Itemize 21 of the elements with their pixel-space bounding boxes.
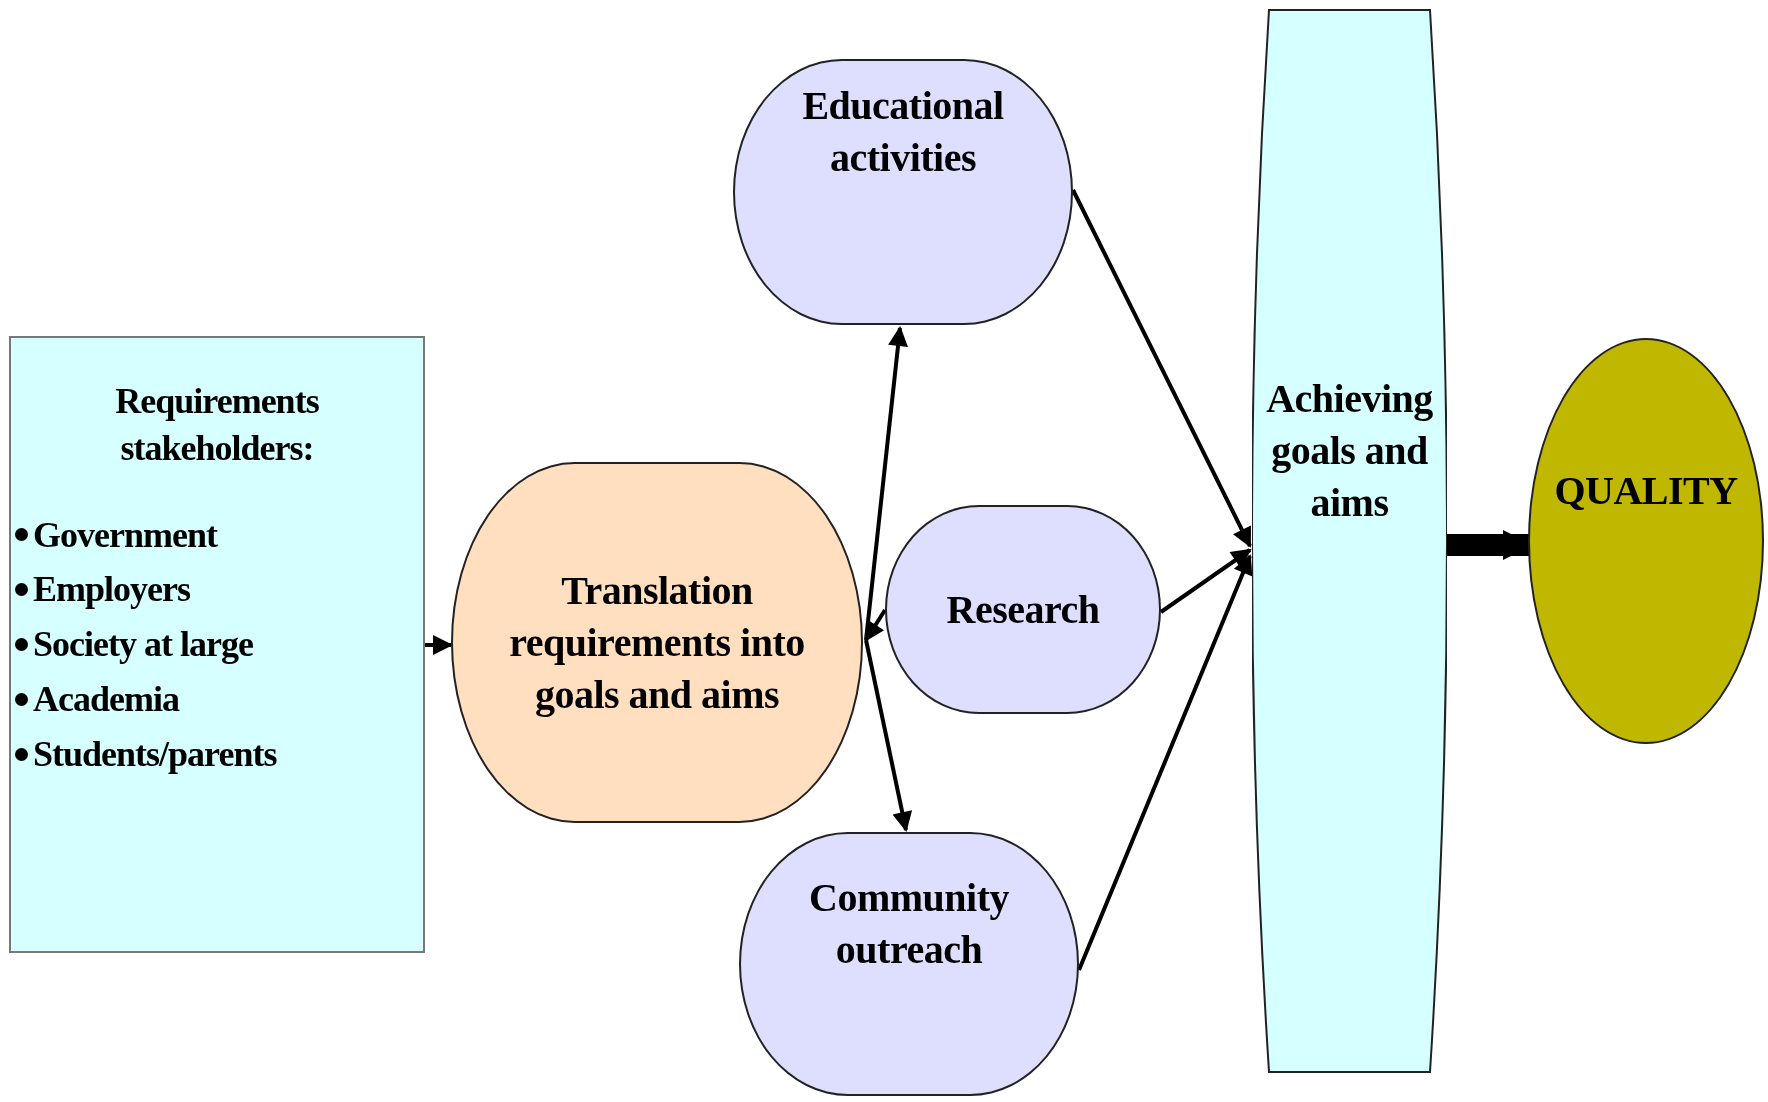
arrow [1077,554,1253,971]
arrow [424,635,453,655]
arrow [1159,548,1252,614]
node-label: Educational activities [801,82,1005,182]
node-label: Achieving goals and aims [1265,375,1434,527]
arrow [864,639,913,832]
stakeholders-box [9,336,425,953]
outcome-shape [1252,9,1447,1073]
list-item: Students/parents [33,732,277,776]
heading: Requirements stakeholders: [114,380,320,470]
arrow [864,326,908,641]
node-label: Translation requirements into goals and aims [508,566,806,719]
node-label: Research [945,585,1101,634]
node-label: Community outreach [808,874,1010,974]
node-label: QUALITY [1553,467,1739,515]
list-item: Academia [33,678,179,721]
arrow [864,608,887,642]
list-item: Society at large [33,623,253,667]
list-item: Government [33,513,217,557]
list-item: Employers [33,568,190,612]
arrow [1071,189,1252,548]
